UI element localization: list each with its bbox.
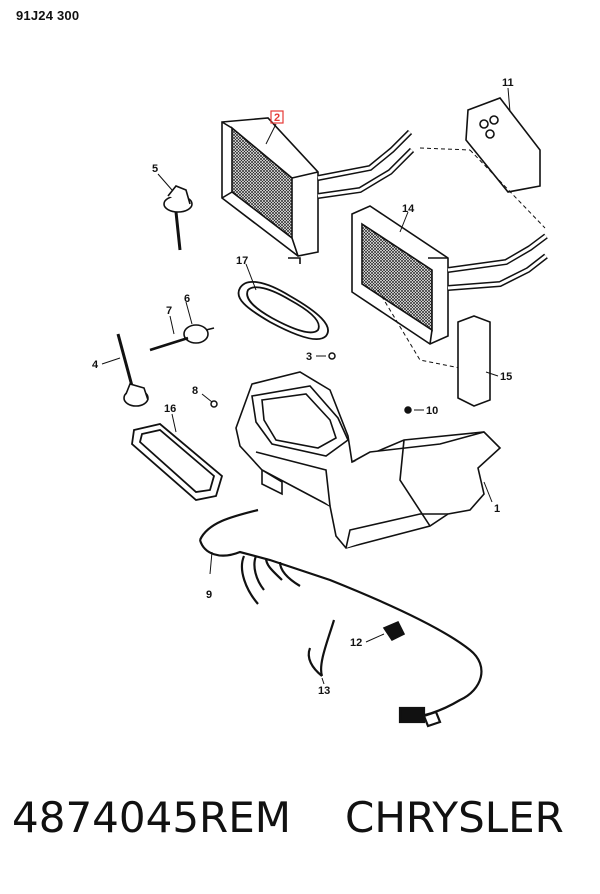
callout-2[interactable]: 2 bbox=[274, 112, 280, 124]
connector-part-12[interactable] bbox=[382, 620, 406, 642]
seal-pad-part-11[interactable] bbox=[465, 97, 541, 193]
callout-7[interactable]: 7 bbox=[166, 305, 172, 317]
gasket-part-17[interactable] bbox=[237, 281, 329, 340]
callout-13[interactable]: 13 bbox=[318, 685, 330, 697]
diagram-code: 91J24 300 bbox=[16, 8, 80, 23]
leader-lines bbox=[101, 87, 511, 685]
actuator-part-4[interactable] bbox=[116, 333, 149, 407]
callout-2-highlight bbox=[270, 110, 284, 124]
callout-8[interactable]: 8 bbox=[192, 385, 198, 397]
evaporator-core-part-14[interactable] bbox=[351, 205, 548, 345]
callout-15[interactable]: 15 bbox=[500, 371, 512, 383]
callout-9[interactable]: 9 bbox=[206, 589, 212, 601]
callout-12[interactable]: 12 bbox=[350, 637, 362, 649]
screw-part-3[interactable] bbox=[328, 352, 336, 360]
part-caption: 4874045REM CHRYSLER bbox=[12, 793, 592, 842]
wiring-harness-part-9[interactable] bbox=[198, 508, 483, 728]
callout-1[interactable]: 1 bbox=[494, 503, 500, 515]
vacuum-actuator-part-5[interactable] bbox=[163, 185, 193, 251]
callout-6[interactable]: 6 bbox=[184, 293, 190, 305]
callout-16[interactable]: 16 bbox=[164, 403, 176, 415]
callout-3[interactable]: 3 bbox=[306, 351, 312, 363]
gasket-part-16[interactable] bbox=[131, 423, 224, 501]
actuator-part-6[interactable] bbox=[183, 324, 215, 344]
heater-core-part-2[interactable] bbox=[221, 117, 415, 264]
part-number: 4874045REM bbox=[12, 793, 292, 842]
exploded-parts-diagram: 2 1 3 4 5 6 7 8 9 10 11 12 13 14 15 16 1… bbox=[92, 77, 548, 728]
callouts: 2 1 3 4 5 6 7 8 9 10 11 12 13 14 15 16 1… bbox=[92, 77, 514, 697]
callout-17[interactable]: 17 bbox=[236, 255, 248, 267]
rod-part-7[interactable] bbox=[149, 336, 189, 352]
hose-part-13[interactable] bbox=[307, 619, 336, 677]
screw-part-8[interactable] bbox=[210, 400, 218, 408]
heater-housing-part-1[interactable] bbox=[235, 371, 502, 549]
seal-part-15[interactable] bbox=[457, 315, 491, 407]
callout-11[interactable]: 11 bbox=[502, 77, 514, 89]
nut-part-10[interactable] bbox=[404, 406, 412, 414]
callout-10[interactable]: 10 bbox=[426, 405, 438, 417]
manufacturer-name: CHRYSLER bbox=[345, 793, 564, 842]
callout-4[interactable]: 4 bbox=[92, 359, 99, 371]
callout-5[interactable]: 5 bbox=[152, 163, 158, 175]
callout-14[interactable]: 14 bbox=[402, 203, 415, 215]
